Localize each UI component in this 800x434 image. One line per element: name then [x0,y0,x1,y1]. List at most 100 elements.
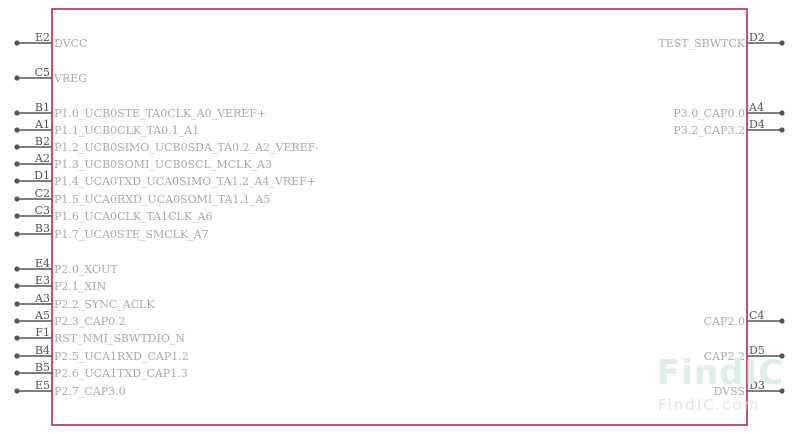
pin-endpoint [779,318,785,324]
pin-endpoint [14,178,20,184]
pin-name: P2.7_CAP3.0 [54,385,126,398]
pin-endpoint [14,301,20,307]
pin-name: P2.1_XIN [54,280,107,293]
pin-E2: E2 DVCC [14,31,87,50]
pin-name: P1.2_UCB0SIMO_UCB0SDA_TA0.2_A2_VEREF- [54,141,319,154]
pin-endpoint [779,40,785,46]
pin-B4: B4 P2.5_UCA1RXD_CAP1.2 [14,344,189,363]
pin-name: P2.6_UCA1TXD_CAP1.3 [54,367,188,380]
pin-number: C4 [749,309,764,322]
pin-F1: F1 RST_NMI_SBWTDIO_N [14,326,185,345]
pin-endpoint [14,353,20,359]
pin-endpoint [14,231,20,237]
pin-endpoint [14,213,20,219]
pin-A1: A1 P1.1_UCB0CLK_TA0.1_A1 [14,118,199,137]
pin-number: B4 [35,344,50,357]
pin-endpoint [14,196,20,202]
pin-name: P1.5_UCA0RXD_UCA0SOMI_TA1.1_A5 [54,193,270,206]
pin-number: E5 [35,379,50,392]
pin-number: E4 [35,257,50,270]
pin-endpoint [14,335,20,341]
pin-number: D3 [749,379,765,392]
pin-number: C5 [35,66,50,79]
pin-endpoint [779,127,785,133]
pin-name: P1.0_UCB0STE_TA0CLK_A0_VEREF+ [54,107,266,120]
pin-number: E2 [35,31,50,44]
pin-A5: A5 P2.3_CAP0.2 [14,309,126,328]
pin-name: P2.5_UCA1RXD_CAP1.2 [54,350,189,363]
pin-number: D5 [749,344,765,357]
pin-E3: E3 P2.1_XIN [14,274,107,293]
pin-D4: D4 P3.2_CAP3.2 [673,118,785,137]
pin-number: D2 [749,31,765,44]
pin-name: CAP2.0 [704,315,745,328]
pin-E4: E4 P2.0_XOUT [14,257,118,276]
pin-endpoint [779,353,785,359]
pin-B3: B3 P1.7_UCA0STE_SMCLK_A7 [14,222,209,241]
pin-name: P2.3_CAP0.2 [54,315,126,328]
pin-name: P3.2_CAP3.2 [673,124,745,137]
pin-endpoint [14,266,20,272]
pin-name: P2.0_XOUT [54,263,118,276]
pin-endpoint [779,110,785,116]
pin-endpoint [14,388,20,394]
pin-number: A2 [34,152,50,165]
pin-number: B3 [35,222,50,235]
pin-A2: A2 P1.3_UCB0SOMI_UCB0SCL_MCLK_A3 [14,152,272,171]
pin-name: P1.7_UCA0STE_SMCLK_A7 [54,228,209,241]
pin-C3: C3 P1.6_UCA0CLK_TA1CLK_A6 [14,204,213,223]
pin-endpoint [14,144,20,150]
watermark-logo: FindIC [657,353,785,393]
pin-number: A5 [34,309,50,322]
pin-number: C3 [35,204,50,217]
pin-name: CAP2.2 [704,350,745,363]
pin-number: E3 [35,274,50,287]
pin-number: C2 [35,187,50,200]
pin-endpoint [14,127,20,133]
pin-name: P2.2_SYNC_ACLK [54,298,155,311]
pin-endpoint [14,75,20,81]
pin-number: A1 [34,118,50,131]
pin-D1: D1 P1.4_UCA0TXD_UCA0SIMO_TA1.2_A4_VREF+ [14,169,316,188]
pin-endpoint [14,283,20,289]
pin-name: P1.4_UCA0TXD_UCA0SIMO_TA1.2_A4_VREF+ [54,175,316,188]
pin-name: P3.0_CAP0.0 [673,107,745,120]
pin-name: P1.6_UCA0CLK_TA1CLK_A6 [54,210,213,223]
pin-number: A3 [34,292,50,305]
watermark-url: FindIC.com [658,396,761,414]
right-pin-group: D2TEST_SBWTCKA4P3.0_CAP0.0D4P3.2_CAP3.2C… [658,31,785,398]
pin-endpoint [14,110,20,116]
pin-name: P1.1_UCB0CLK_TA0.1_A1 [54,124,199,137]
pin-A3: A3 P2.2_SYNC_ACLK [14,292,155,311]
pin-endpoint [14,40,20,46]
pin-number: D1 [34,169,50,182]
pin-C4: C4 CAP2.0 [704,309,785,328]
pin-number: D4 [749,118,765,131]
pin-B5: B5 P2.6_UCA1TXD_CAP1.3 [14,361,188,380]
pin-name: P1.3_UCB0SOMI_UCB0SCL_MCLK_A3 [54,158,272,171]
pin-E5: E5 P2.7_CAP3.0 [14,379,126,398]
pin-number: B2 [35,135,50,148]
pin-endpoint [14,318,20,324]
pin-number: F1 [35,326,50,339]
pin-number: B5 [35,361,50,374]
pin-number: B1 [35,101,50,114]
pin-C2: C2 P1.5_UCA0RXD_UCA0SOMI_TA1.1_A5 [14,187,270,206]
pin-name: DVSS [714,385,745,398]
pin-D3: D3 DVSS [714,379,785,398]
pin-B2: B2 P1.2_UCB0SIMO_UCB0SDA_TA0.2_A2_VEREF- [14,135,319,154]
pin-number: A4 [748,101,764,114]
pin-endpoint [14,161,20,167]
pin-name: DVCC [54,37,87,50]
pin-D5: D5 CAP2.2 [704,344,785,363]
pin-endpoint [779,388,785,394]
pin-endpoint [14,370,20,376]
pin-B1: B1 P1.0_UCB0STE_TA0CLK_A0_VEREF+ [14,101,266,120]
component-body [51,8,748,426]
pin-name: RST_NMI_SBWTDIO_N [54,332,185,345]
